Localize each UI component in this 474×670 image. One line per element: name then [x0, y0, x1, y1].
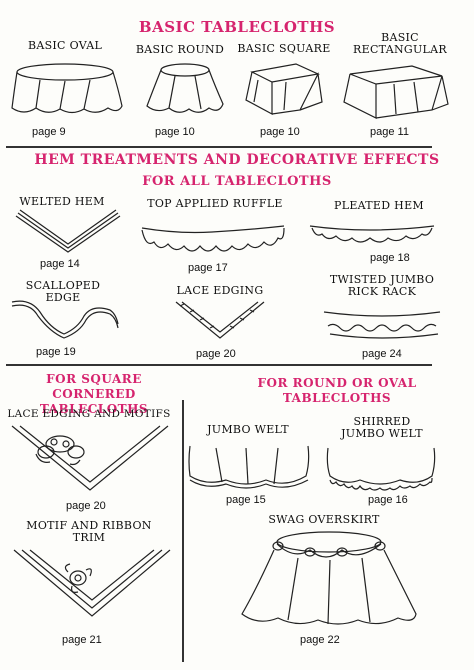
- jumbo-welt-drawing: [188, 445, 310, 489]
- square-cornered-title: FOR SQUARE CORNERED TABLECLOTHS: [6, 372, 182, 417]
- shirred-label-line2: JUMBO WELT: [341, 427, 423, 440]
- top-applied-ruffle-page: page 17: [188, 262, 228, 274]
- round-oval-title-line1: FOR ROUND OR OVAL: [257, 376, 417, 390]
- twisted-jumbo-page: page 24: [362, 348, 402, 360]
- lace-edging-page: page 20: [196, 348, 236, 360]
- lace-motifs-drawing: [11, 425, 169, 491]
- shirred-jumbo-welt-page: page 16: [368, 494, 408, 506]
- shirred-label-line1: SHIRRED: [353, 415, 411, 428]
- top-applied-ruffle-label: TOP APPLIED RUFFLE: [147, 197, 283, 210]
- jumbo-welt-label: JUMBO WELT: [207, 423, 289, 436]
- motif-ribbon-label-line2: TRIM: [72, 531, 106, 544]
- twisted-jumbo-rick-rack-label: TWISTED JUMBO RICK RACK: [320, 274, 444, 298]
- welted-hem-label: WELTED HEM: [19, 195, 105, 208]
- vertical-divider: [182, 400, 184, 662]
- pleated-hem-page: page 18: [370, 252, 410, 264]
- basic-round-label: BASIC ROUND: [135, 43, 225, 56]
- jumbo-welt-page: page 15: [226, 494, 266, 506]
- scalloped-edge-drawing: [11, 300, 119, 339]
- motif-ribbon-label-line1: MOTIF AND RIBBON: [26, 519, 152, 532]
- twisted-jumbo-label-line1: TWISTED JUMBO: [329, 273, 435, 286]
- round-tablecloth-drawing: [146, 63, 224, 113]
- square-cornered-title-line2: TABLECLOTHS: [39, 402, 149, 416]
- shirred-jumbo-welt-label: SHIRRED JUMBO WELT: [332, 416, 432, 440]
- square-cornered-title-line1: FOR SQUARE CORNERED: [46, 372, 142, 401]
- hem-treatments-title: HEM TREATMENTS AND DECORATIVE EFFECTS: [34, 152, 440, 168]
- section-divider-2: [6, 364, 432, 366]
- basic-rectangular-label: BASIC RECTANGULAR: [348, 32, 452, 56]
- round-oval-title-line2: TABLECLOTHS: [282, 391, 392, 405]
- welted-hem-drawing: [15, 209, 121, 253]
- pleated-hem-drawing: [309, 225, 435, 243]
- swag-overskirt-label: SWAG OVERSKIRT: [268, 513, 380, 526]
- lace-edging-label: LACE EDGING: [176, 284, 264, 297]
- top-applied-ruffle-drawing: [141, 225, 285, 252]
- lace-motifs-page: page 20: [66, 500, 106, 512]
- lace-edging-motifs-label: LACE EDGING AND MOTIFS: [7, 408, 171, 420]
- basic-tablecloths-title: BASIC TABLECLOTHS: [138, 18, 336, 36]
- swag-overskirt-drawing: [241, 531, 417, 625]
- basic-rectangular-label-line2: RECTANGULAR: [353, 43, 447, 56]
- twisted-jumbo-label-line2: RICK RACK: [347, 285, 417, 298]
- swag-overskirt-page: page 22: [300, 634, 340, 646]
- motif-ribbon-page: page 21: [62, 634, 102, 646]
- welted-hem-page: page 14: [40, 258, 80, 270]
- section-divider-1: [6, 146, 432, 148]
- basic-oval-page: page 9: [32, 126, 66, 138]
- basic-rectangular-label-line1: BASIC: [381, 31, 419, 44]
- basic-square-page: page 10: [260, 126, 300, 138]
- scalloped-edge-page: page 19: [36, 346, 76, 358]
- motif-ribbon-drawing: [13, 549, 171, 617]
- basic-oval-label: BASIC OVAL: [27, 39, 103, 52]
- oval-tablecloth-drawing: [11, 63, 123, 114]
- motif-ribbon-trim-label: MOTIF AND RIBBON TRIM: [14, 520, 164, 544]
- pleated-hem-label: PLEATED HEM: [334, 199, 424, 212]
- square-tablecloth-drawing: [245, 63, 323, 116]
- lace-edging-drawing: [175, 301, 265, 339]
- round-oval-title: FOR ROUND OR OVAL TABLECLOTHS: [250, 376, 424, 406]
- rectangular-tablecloth-drawing: [343, 65, 449, 119]
- shirred-welt-drawing: [326, 447, 436, 491]
- scalloped-edge-label: SCALLOPED EDGE: [25, 279, 101, 304]
- basic-round-page: page 10: [155, 126, 195, 138]
- hem-treatments-subtitle: FOR ALL TABLECLOTHS: [142, 174, 332, 189]
- basic-square-label: BASIC SQUARE: [237, 42, 331, 55]
- basic-rectangular-page: page 11: [370, 126, 409, 138]
- twisted-rick-rack-drawing: [323, 311, 441, 339]
